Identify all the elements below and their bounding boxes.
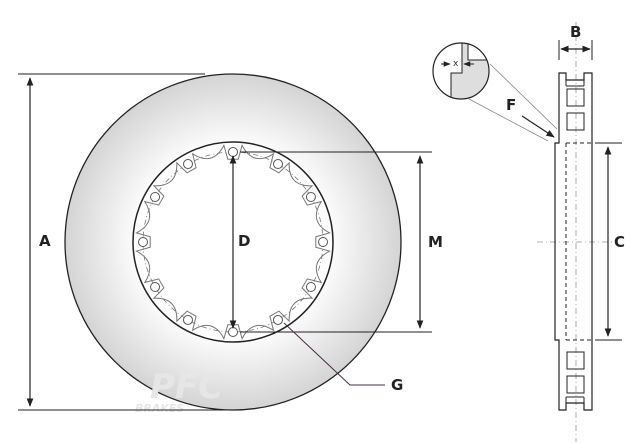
label-d: D: [238, 232, 250, 250]
pfc-brakes-watermark: PFC BRAKES: [135, 367, 223, 415]
watermark-text: BRAKES: [135, 402, 184, 415]
watermark-logo: PFC: [150, 367, 223, 407]
dimension-d: D: [229, 155, 250, 329]
bolt-hole: [318, 237, 328, 247]
bolt-holes: [138, 147, 328, 337]
bolt-hole: [150, 192, 161, 202]
bolt-hole: [150, 282, 161, 292]
callout-f: F: [468, 63, 558, 142]
dimension-b: B: [558, 23, 593, 60]
bolt-hole: [183, 314, 193, 325]
label-m: M: [428, 233, 443, 251]
dimension-c: C: [595, 142, 625, 341]
label-f: F: [506, 96, 516, 114]
bolt-hole: [138, 237, 148, 247]
label-x: x: [453, 59, 459, 69]
bolt-hole: [305, 192, 316, 202]
dimension-a: A: [18, 73, 230, 411]
bell-outline: [135, 144, 331, 340]
callout-g: G: [283, 322, 403, 394]
label-g: G: [391, 376, 403, 394]
label-a: A: [39, 232, 51, 250]
label-b: B: [570, 23, 581, 41]
bolt-hole: [273, 314, 283, 325]
side-view: [537, 22, 616, 442]
bolt-hole: [228, 147, 238, 157]
bolt-hole: [228, 327, 238, 337]
label-c: C: [614, 233, 625, 251]
bolt-hole: [305, 282, 316, 292]
bolt-hole: [183, 159, 193, 170]
detail-magnifier: x: [432, 42, 490, 100]
dimension-m: M: [240, 151, 443, 333]
bolt-hole: [273, 159, 283, 170]
